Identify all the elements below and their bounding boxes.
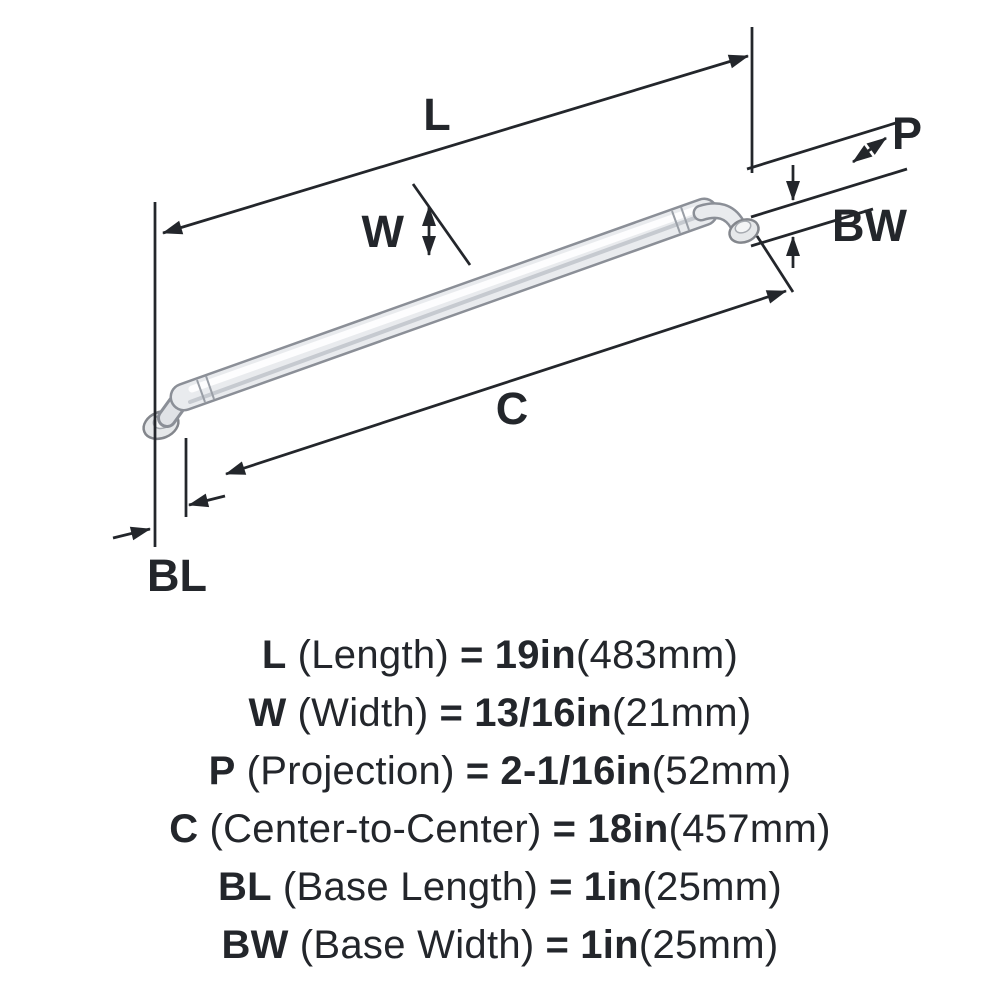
spec-equals: = <box>552 807 577 851</box>
spec-equals: = <box>549 865 573 909</box>
spec-value-imperial: 19in <box>494 633 576 677</box>
spec-value-imperial: 18in <box>587 807 669 851</box>
extension-line-projection-top <box>746 120 900 171</box>
spec-equals: = <box>460 633 484 677</box>
spec-name: (Length) <box>297 633 450 677</box>
spec-value-metric: (483mm) <box>575 633 739 677</box>
extension-line-base-width-top <box>750 167 908 219</box>
spec-code: BL <box>217 865 272 909</box>
label-base-length: BL <box>147 550 207 601</box>
spec-name: (Projection) <box>246 749 455 793</box>
extension-line-center-right <box>755 235 795 293</box>
dimension-labels: L W P BW C BL <box>147 89 922 601</box>
spec-value-metric: (21mm) <box>611 691 752 735</box>
dimension-arrow-base-length-left <box>112 526 151 541</box>
spec-equals: = <box>465 749 490 793</box>
label-projection: P <box>892 108 922 159</box>
spec-value-imperial: 2-1/16in <box>500 749 652 793</box>
label-base-width: BW <box>832 200 907 251</box>
spec-value-imperial: 1in <box>580 923 639 967</box>
spec-value-metric: (25mm) <box>642 865 783 909</box>
spec-name: (Base Length) <box>282 865 539 909</box>
spec-code: P <box>208 749 236 793</box>
spec-code: W <box>248 691 287 735</box>
spec-name: (Base Width) <box>299 923 535 967</box>
spec-value-metric: (52mm) <box>651 749 792 793</box>
spec-row-center-to-center: C(Center-to-Center)=18in(457mm) <box>0 800 1000 858</box>
dimension-line-center-to-center <box>225 289 787 476</box>
spec-row-base-width: BW(Base Width)=1in(25mm) <box>0 916 1000 974</box>
dimension-diagram: L W P BW C BL <box>112 27 922 601</box>
handle-bar <box>169 197 719 412</box>
spec-value-metric: (25mm) <box>638 923 779 967</box>
spec-code: L <box>261 633 287 677</box>
spec-value-imperial: 1in <box>583 865 643 909</box>
spec-name: (Center-to-Center) <box>209 807 542 851</box>
spec-value-metric: (457mm) <box>668 807 831 851</box>
spec-code: BW <box>221 923 289 967</box>
extension-line-width <box>411 183 472 266</box>
dimension-lines <box>112 54 887 541</box>
pull-handle-illustration <box>142 197 760 441</box>
label-width: W <box>362 206 405 257</box>
spec-name: (Width) <box>297 691 429 735</box>
dimension-line-length <box>162 54 749 235</box>
spec-row-projection: P(Projection)=2-1/16in(52mm) <box>0 742 1000 800</box>
extension-line-base-width-bottom <box>750 207 874 248</box>
dimension-spec-list: L(Length)=19in(483mm) W(Width)=13/16in(2… <box>0 626 1000 974</box>
spec-code: C <box>169 807 199 851</box>
spec-row-base-length: BL(Base Length)=1in(25mm) <box>0 858 1000 916</box>
spec-row-width: W(Width)=13/16in(21mm) <box>0 684 1000 742</box>
extension-lines <box>153 27 908 547</box>
spec-equals: = <box>439 691 464 735</box>
spec-value-imperial: 13/16in <box>474 691 612 735</box>
spec-row-length: L(Length)=19in(483mm) <box>0 626 1000 684</box>
label-center-to-center: C <box>496 383 529 434</box>
spec-equals: = <box>545 923 570 967</box>
dimension-arrow-base-length-right <box>188 493 226 508</box>
label-length: L <box>423 89 451 140</box>
dimension-line-projection <box>852 136 887 164</box>
